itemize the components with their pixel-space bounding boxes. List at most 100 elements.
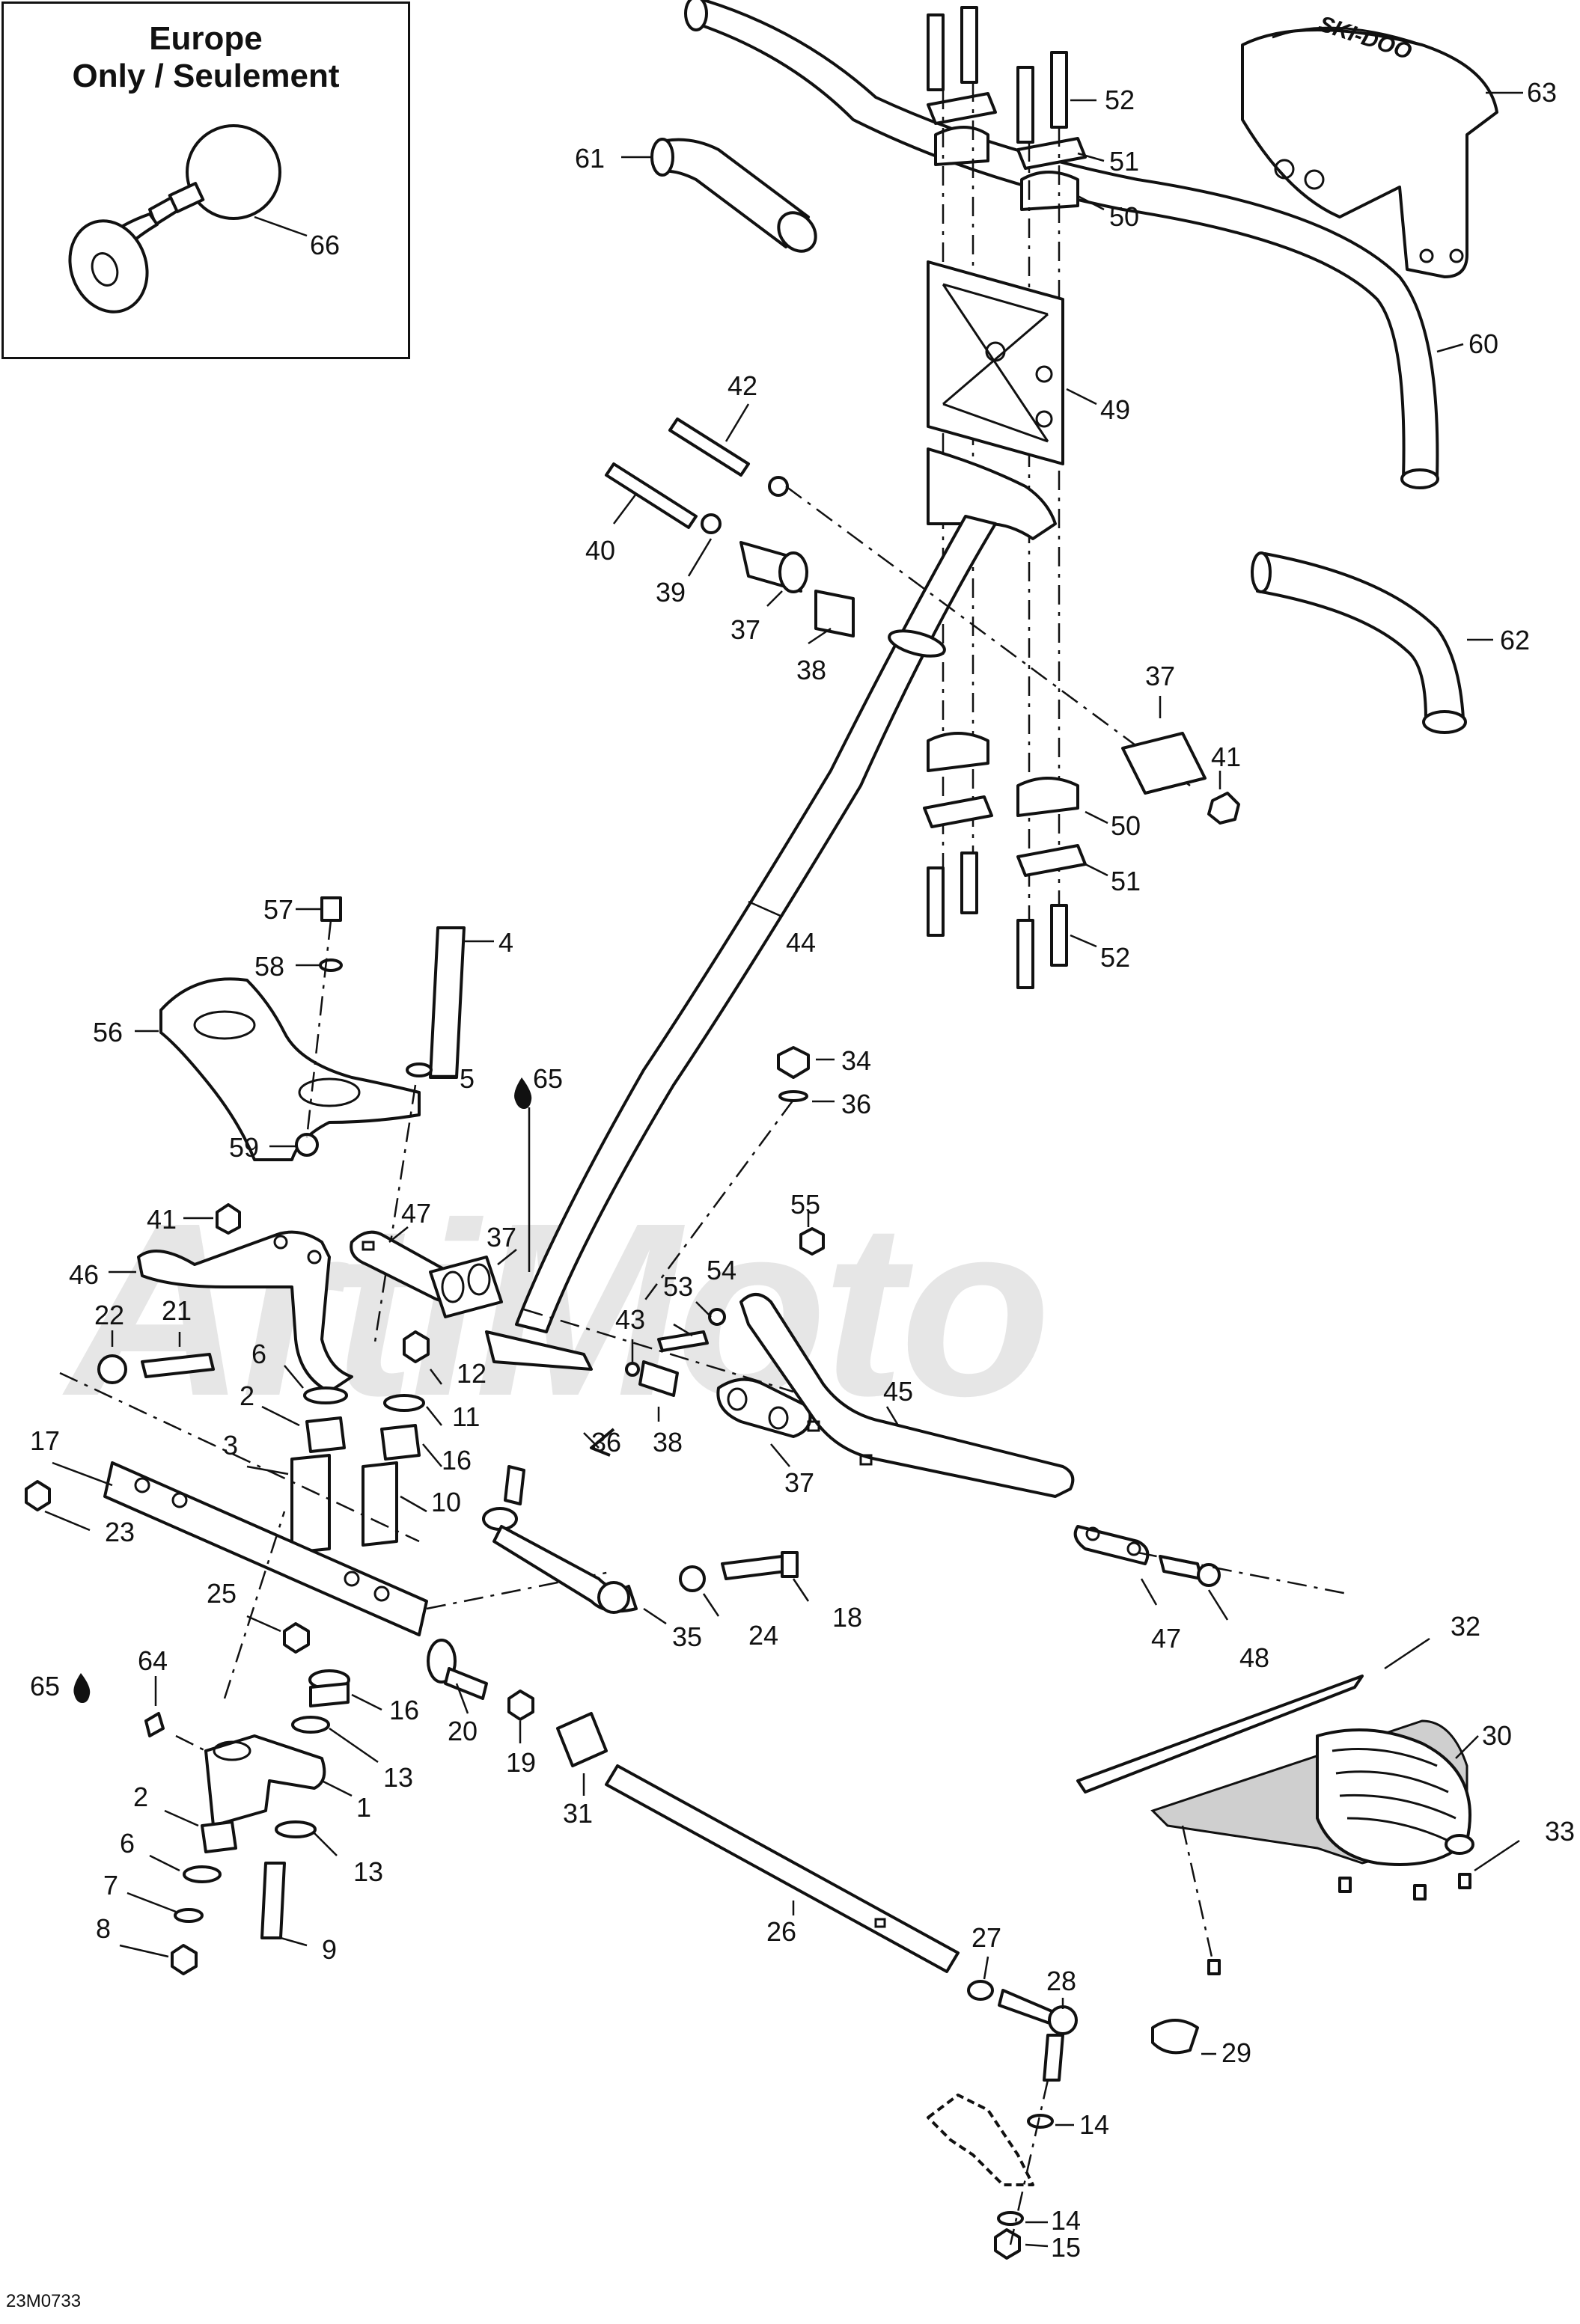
lower-clamps bbox=[923, 696, 1240, 989]
upper-column-hardware bbox=[605, 403, 1191, 787]
left-stack-parts bbox=[97, 1330, 442, 1554]
callout-47: 47 bbox=[401, 1198, 432, 1229]
callout-47b: 47 bbox=[1151, 1623, 1182, 1654]
callout-10: 10 bbox=[431, 1487, 462, 1517]
callout-62: 62 bbox=[1500, 625, 1531, 655]
mount-plate-part bbox=[135, 896, 494, 1348]
callout-38: 38 bbox=[796, 655, 827, 685]
callout-31: 31 bbox=[563, 1798, 594, 1829]
callout-13: 13 bbox=[383, 1762, 414, 1793]
bolt-34 bbox=[642, 1046, 835, 1303]
callout-27: 27 bbox=[972, 1922, 1002, 1953]
inset-title-line2: Only / Seulement bbox=[72, 58, 340, 94]
callout-28: 28 bbox=[1046, 1966, 1077, 1996]
callout-38b: 38 bbox=[653, 1427, 683, 1458]
horn-part bbox=[68, 124, 308, 314]
callout-13b: 13 bbox=[353, 1856, 384, 1887]
inset-title-line1: Europe bbox=[149, 20, 263, 57]
tie-rod-26 bbox=[427, 1639, 1216, 2260]
callout-35: 35 bbox=[672, 1621, 703, 1652]
callout-2b: 2 bbox=[133, 1782, 149, 1812]
callout-55: 55 bbox=[790, 1189, 821, 1220]
idler-hardware bbox=[523, 1212, 825, 1457]
riser-block-part bbox=[927, 260, 1097, 465]
callout-4: 4 bbox=[498, 927, 514, 958]
callout-34: 34 bbox=[841, 1045, 872, 1076]
callout-6: 6 bbox=[251, 1339, 267, 1369]
callout-25: 25 bbox=[207, 1578, 237, 1609]
callout-29: 29 bbox=[1221, 2037, 1252, 2068]
callout-16b: 16 bbox=[389, 1695, 420, 1725]
callout-19: 19 bbox=[506, 1747, 537, 1778]
callout-2: 2 bbox=[240, 1380, 255, 1411]
callout-48: 48 bbox=[1239, 1642, 1270, 1673]
callout-1: 1 bbox=[356, 1792, 372, 1823]
callout-51b: 51 bbox=[1111, 866, 1141, 896]
callout-17: 17 bbox=[30, 1425, 61, 1456]
callout-6b: 6 bbox=[120, 1828, 135, 1859]
callout-52: 52 bbox=[1105, 85, 1135, 115]
callout-43: 43 bbox=[615, 1304, 646, 1335]
callout-37: 37 bbox=[730, 614, 761, 645]
bushing-37 bbox=[429, 1249, 812, 1467]
drawing-code: 23M0733 bbox=[6, 2291, 82, 2311]
callout-20: 20 bbox=[448, 1716, 478, 1746]
oil-drop-icon bbox=[514, 1077, 532, 1272]
callout-22: 22 bbox=[94, 1300, 125, 1330]
callout-12: 12 bbox=[457, 1358, 487, 1389]
callout-57: 57 bbox=[263, 894, 294, 925]
callout-64: 64 bbox=[138, 1645, 168, 1676]
callout-30: 30 bbox=[1482, 1720, 1513, 1751]
callout-26: 26 bbox=[766, 1916, 797, 1947]
left-grip-part bbox=[621, 138, 817, 253]
callout-37b: 37 bbox=[1145, 661, 1176, 691]
steering-boot bbox=[1076, 1637, 1520, 1975]
callout-41: 41 bbox=[1211, 741, 1242, 772]
callout-37d: 37 bbox=[784, 1467, 815, 1498]
callout-3: 3 bbox=[223, 1430, 239, 1461]
callout-58: 58 bbox=[254, 951, 285, 982]
callout-50: 50 bbox=[1109, 201, 1140, 232]
right-grip-part bbox=[1251, 551, 1493, 734]
callout-21: 21 bbox=[162, 1295, 192, 1326]
callout-39: 39 bbox=[656, 577, 686, 608]
callout-7: 7 bbox=[103, 1870, 119, 1901]
callout-51: 51 bbox=[1109, 146, 1140, 177]
callout-5: 5 bbox=[460, 1063, 475, 1094]
callout-18: 18 bbox=[832, 1602, 863, 1633]
callout-53: 53 bbox=[663, 1271, 694, 1302]
callout-24: 24 bbox=[748, 1620, 779, 1651]
callout-36: 36 bbox=[841, 1089, 872, 1119]
callout-65: 65 bbox=[533, 1063, 564, 1094]
callout-14b: 14 bbox=[1051, 2205, 1082, 2236]
callout-9: 9 bbox=[322, 1934, 338, 1965]
callout-37c: 37 bbox=[486, 1222, 517, 1253]
callout-23: 23 bbox=[105, 1517, 135, 1547]
callout-56: 56 bbox=[93, 1017, 123, 1048]
callout-44: 44 bbox=[786, 927, 817, 958]
callout-49: 49 bbox=[1100, 394, 1131, 425]
callout-36b: 36 bbox=[591, 1427, 622, 1458]
callout-33: 33 bbox=[1545, 1816, 1576, 1847]
callout-50b: 50 bbox=[1111, 810, 1141, 841]
callout-41b: 41 bbox=[147, 1204, 177, 1235]
callout-32: 32 bbox=[1451, 1611, 1481, 1642]
callout-14: 14 bbox=[1079, 2109, 1110, 2140]
steering-column-part bbox=[485, 447, 1057, 1371]
callout-52b: 52 bbox=[1100, 942, 1131, 973]
callout-16: 16 bbox=[442, 1445, 472, 1476]
callout-11: 11 bbox=[452, 1401, 481, 1432]
upper-clamps bbox=[927, 6, 1105, 950]
callout-59: 59 bbox=[229, 1132, 260, 1163]
tie-rod-35 bbox=[482, 1465, 1348, 1625]
callout-15: 15 bbox=[1051, 2232, 1082, 2263]
idler-arm-part bbox=[739, 1293, 1075, 1498]
callout-42: 42 bbox=[728, 370, 758, 401]
steering-drop-bar bbox=[25, 1372, 614, 1654]
callout-54: 54 bbox=[707, 1255, 737, 1285]
callout-45: 45 bbox=[883, 1376, 914, 1407]
callout-66: 66 bbox=[310, 230, 341, 260]
lower-arm-parts bbox=[119, 1511, 382, 1975]
